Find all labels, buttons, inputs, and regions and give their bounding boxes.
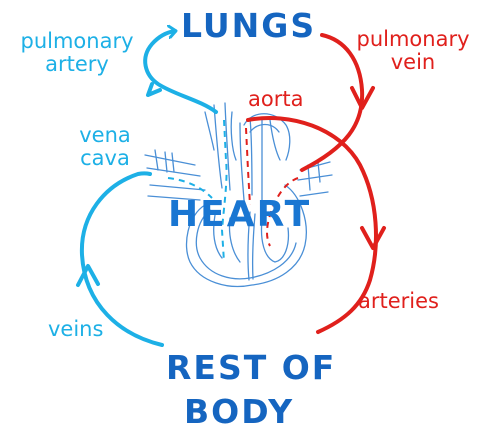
arteries-label: arteries [358, 290, 439, 313]
veins-label: veins [48, 318, 103, 341]
rest-of-body-label-line1: REST OF [166, 348, 336, 387]
pulmonary-artery-label-line1: pulmonary [14, 30, 140, 53]
pulmonary-artery-label: pulmonary artery [14, 30, 140, 76]
vena-cava-label: vena cava [74, 124, 136, 170]
deoxygenated-flow-dashes [222, 120, 227, 262]
vena-cava-label-line1: vena [74, 124, 136, 147]
pulmonary-vein-label-line2: vein [349, 51, 477, 74]
aorta-label: aorta [248, 88, 303, 111]
rest-of-body-label-line2: BODY [184, 392, 294, 431]
pulmonary-vein-label-line1: pulmonary [349, 28, 477, 51]
heart-label: HEART [168, 194, 311, 235]
vena-cava-label-line2: cava [74, 147, 136, 170]
pulmonary-vein-label: pulmonary vein [349, 28, 477, 74]
pulmonary-artery-label-line2: artery [14, 53, 140, 76]
lungs-label: LUNGS [181, 6, 316, 45]
